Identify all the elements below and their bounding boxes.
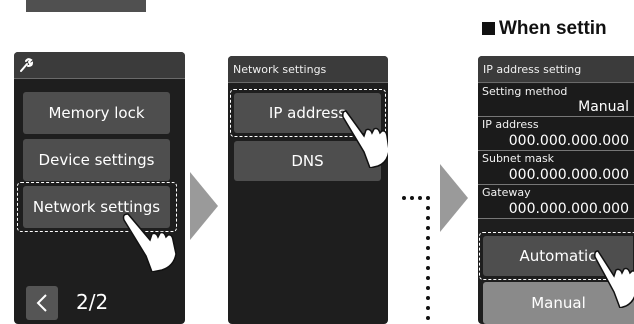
setting-method-label: Setting method	[482, 85, 568, 98]
wrench-icon	[20, 58, 34, 72]
hand-pointer-icon	[594, 250, 634, 308]
subnet-mask-value: 000.000.000.000	[508, 167, 629, 183]
memory-lock-button[interactable]: Memory lock	[23, 92, 170, 134]
device-settings-button[interactable]: Device settings	[23, 139, 170, 181]
subnet-mask-row[interactable]: Subnet mask 000.000.000.000	[478, 151, 634, 185]
screen-header: Network settings	[228, 56, 388, 83]
screen-header: IP address setting	[478, 56, 634, 83]
selection-highlight	[479, 232, 634, 280]
ip-address-label: IP address	[482, 118, 539, 131]
screen-header	[14, 52, 185, 79]
manual-button[interactable]: Manual	[483, 282, 634, 324]
screen-settings-menu: Memory lock Device settings Network sett…	[14, 52, 185, 324]
previous-screen-fragment	[26, 0, 146, 12]
ip-address-value: 000.000.000.000	[508, 133, 629, 149]
selection-highlight	[17, 182, 177, 232]
next-arrow-icon	[440, 164, 468, 232]
section-heading: When settin	[482, 18, 607, 40]
ip-address-row[interactable]: IP address 000.000.000.000	[478, 117, 634, 151]
hand-pointer-icon	[122, 213, 177, 272]
next-arrow-icon	[190, 172, 218, 240]
gateway-label: Gateway	[482, 186, 531, 199]
square-bullet-icon	[482, 22, 495, 35]
setting-method-value: Manual	[578, 99, 629, 115]
subnet-mask-label: Subnet mask	[482, 152, 555, 165]
page-indicator: 2/2	[76, 290, 109, 314]
screen-ip-address-setting: IP address setting Setting method Manual…	[478, 56, 634, 324]
chevron-left-icon	[36, 294, 47, 312]
hand-pointer-icon	[342, 110, 388, 168]
screen-network-settings: Network settings IP address DNS	[228, 56, 388, 324]
back-button[interactable]	[26, 286, 58, 320]
selection-highlight	[230, 89, 386, 137]
setting-method-row[interactable]: Setting method Manual	[478, 84, 634, 117]
gateway-value: 000.000.000.000	[508, 201, 629, 217]
gateway-row[interactable]: Gateway 000.000.000.000	[478, 185, 634, 219]
dns-button[interactable]: DNS	[234, 141, 381, 181]
network-settings-button[interactable]: Network settings	[23, 186, 170, 228]
